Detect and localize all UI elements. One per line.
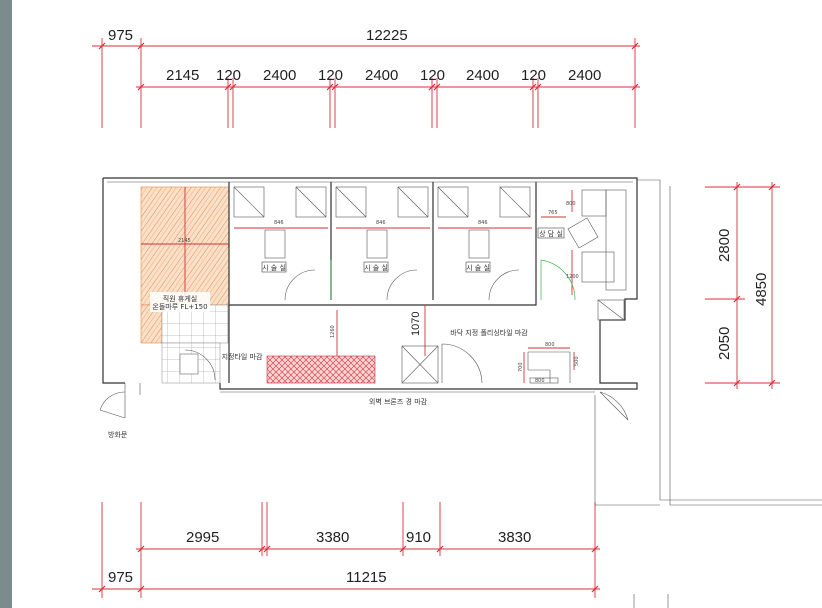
consult-dim-1200: 1200 (566, 274, 579, 280)
counter-dim-700: 700 (518, 362, 524, 372)
top-dim-seg-7: 2400 (466, 67, 499, 84)
right-dim-4850: 4850 (753, 273, 770, 306)
bottom-dim-11215: 11215 (346, 569, 387, 586)
fire-door: 방화문 (99, 391, 629, 439)
lounge-width-label: 2145 (178, 238, 191, 244)
room-3-label: 시 술 실 (466, 263, 490, 272)
top-dim-975: 975 (108, 27, 133, 44)
bottom-dim-3380: 3380 (316, 529, 349, 546)
right-dimension-lines (705, 182, 780, 389)
staff-lounge-label: 직원 휴게실 (163, 294, 197, 303)
bottom-dimension-lines (92, 502, 600, 598)
cabinet-dim-1260: 1260 (330, 325, 336, 338)
corridor-dim-1070: 1070 (410, 312, 422, 336)
top-dim-seg-6: 120 (420, 67, 445, 84)
top-dim-seg-9: 2400 (568, 67, 601, 84)
floor-finish-label: 바닥 지정 폴리싱타일 마감 (450, 328, 528, 337)
top-dim-seg-3: 2400 (263, 67, 296, 84)
right-dim-2800: 2800 (716, 229, 733, 262)
top-dim-seg-4: 120 (318, 67, 343, 84)
top-dim-seg-8: 120 (521, 67, 546, 84)
main-hall: 1260 1070 바닥 지정 폴리싱타일 마감 800 700 500 800 (266, 305, 580, 384)
entrance-tile-area: 지정타일 마감 (161, 342, 263, 384)
right-dim-2050: 2050 (716, 327, 733, 360)
bottom-dim-910: 910 (406, 529, 431, 546)
room-1-label: 시 술 실 (262, 263, 286, 272)
consult-dim-765: 765 (548, 210, 558, 216)
top-dim-seg-1: 2145 (166, 67, 199, 84)
top-dimension-lines (92, 38, 640, 128)
bottom-dim-3830: 3830 (498, 529, 531, 546)
room-2-label: 시 술 실 (364, 263, 388, 272)
fire-door-label: 방화문 (108, 430, 128, 439)
consult-room-label: 상 담 실 (539, 229, 563, 238)
page-side-bar (0, 0, 12, 608)
top-dim-12225: 12225 (366, 27, 408, 44)
bottom-dim-2995: 2995 (186, 529, 219, 546)
consult-dim-800: 800 (566, 201, 576, 207)
top-dim-seg-5: 2400 (365, 67, 398, 84)
room-2-dim-846: 846 (376, 220, 386, 226)
exterior-wall-label: 외벽 브론즈 경 마감 (369, 397, 428, 406)
bottom-dim-975: 975 (108, 569, 133, 586)
consultation-room: 765 800 1200 상 담 실 (537, 189, 627, 321)
counter-dim-800: 800 (545, 342, 555, 348)
room-3-dim-846: 846 (478, 220, 488, 226)
counter-dim-800b: 800 (535, 378, 545, 384)
counter-dim-500: 500 (574, 356, 580, 366)
entrance-tile-label: 지정타일 마감 (222, 352, 263, 361)
staff-lounge: 직원 휴게실 온돌마루 FL+150 2145 (140, 186, 230, 344)
staff-lounge-floor-label: 온돌마루 FL+150 (152, 302, 207, 311)
top-dim-seg-2: 120 (216, 67, 241, 84)
treatment-rooms: 시 술 실 846 시 술 실 846 시 술 실 846 (228, 182, 537, 383)
room-1-dim-846: 846 (274, 220, 284, 226)
